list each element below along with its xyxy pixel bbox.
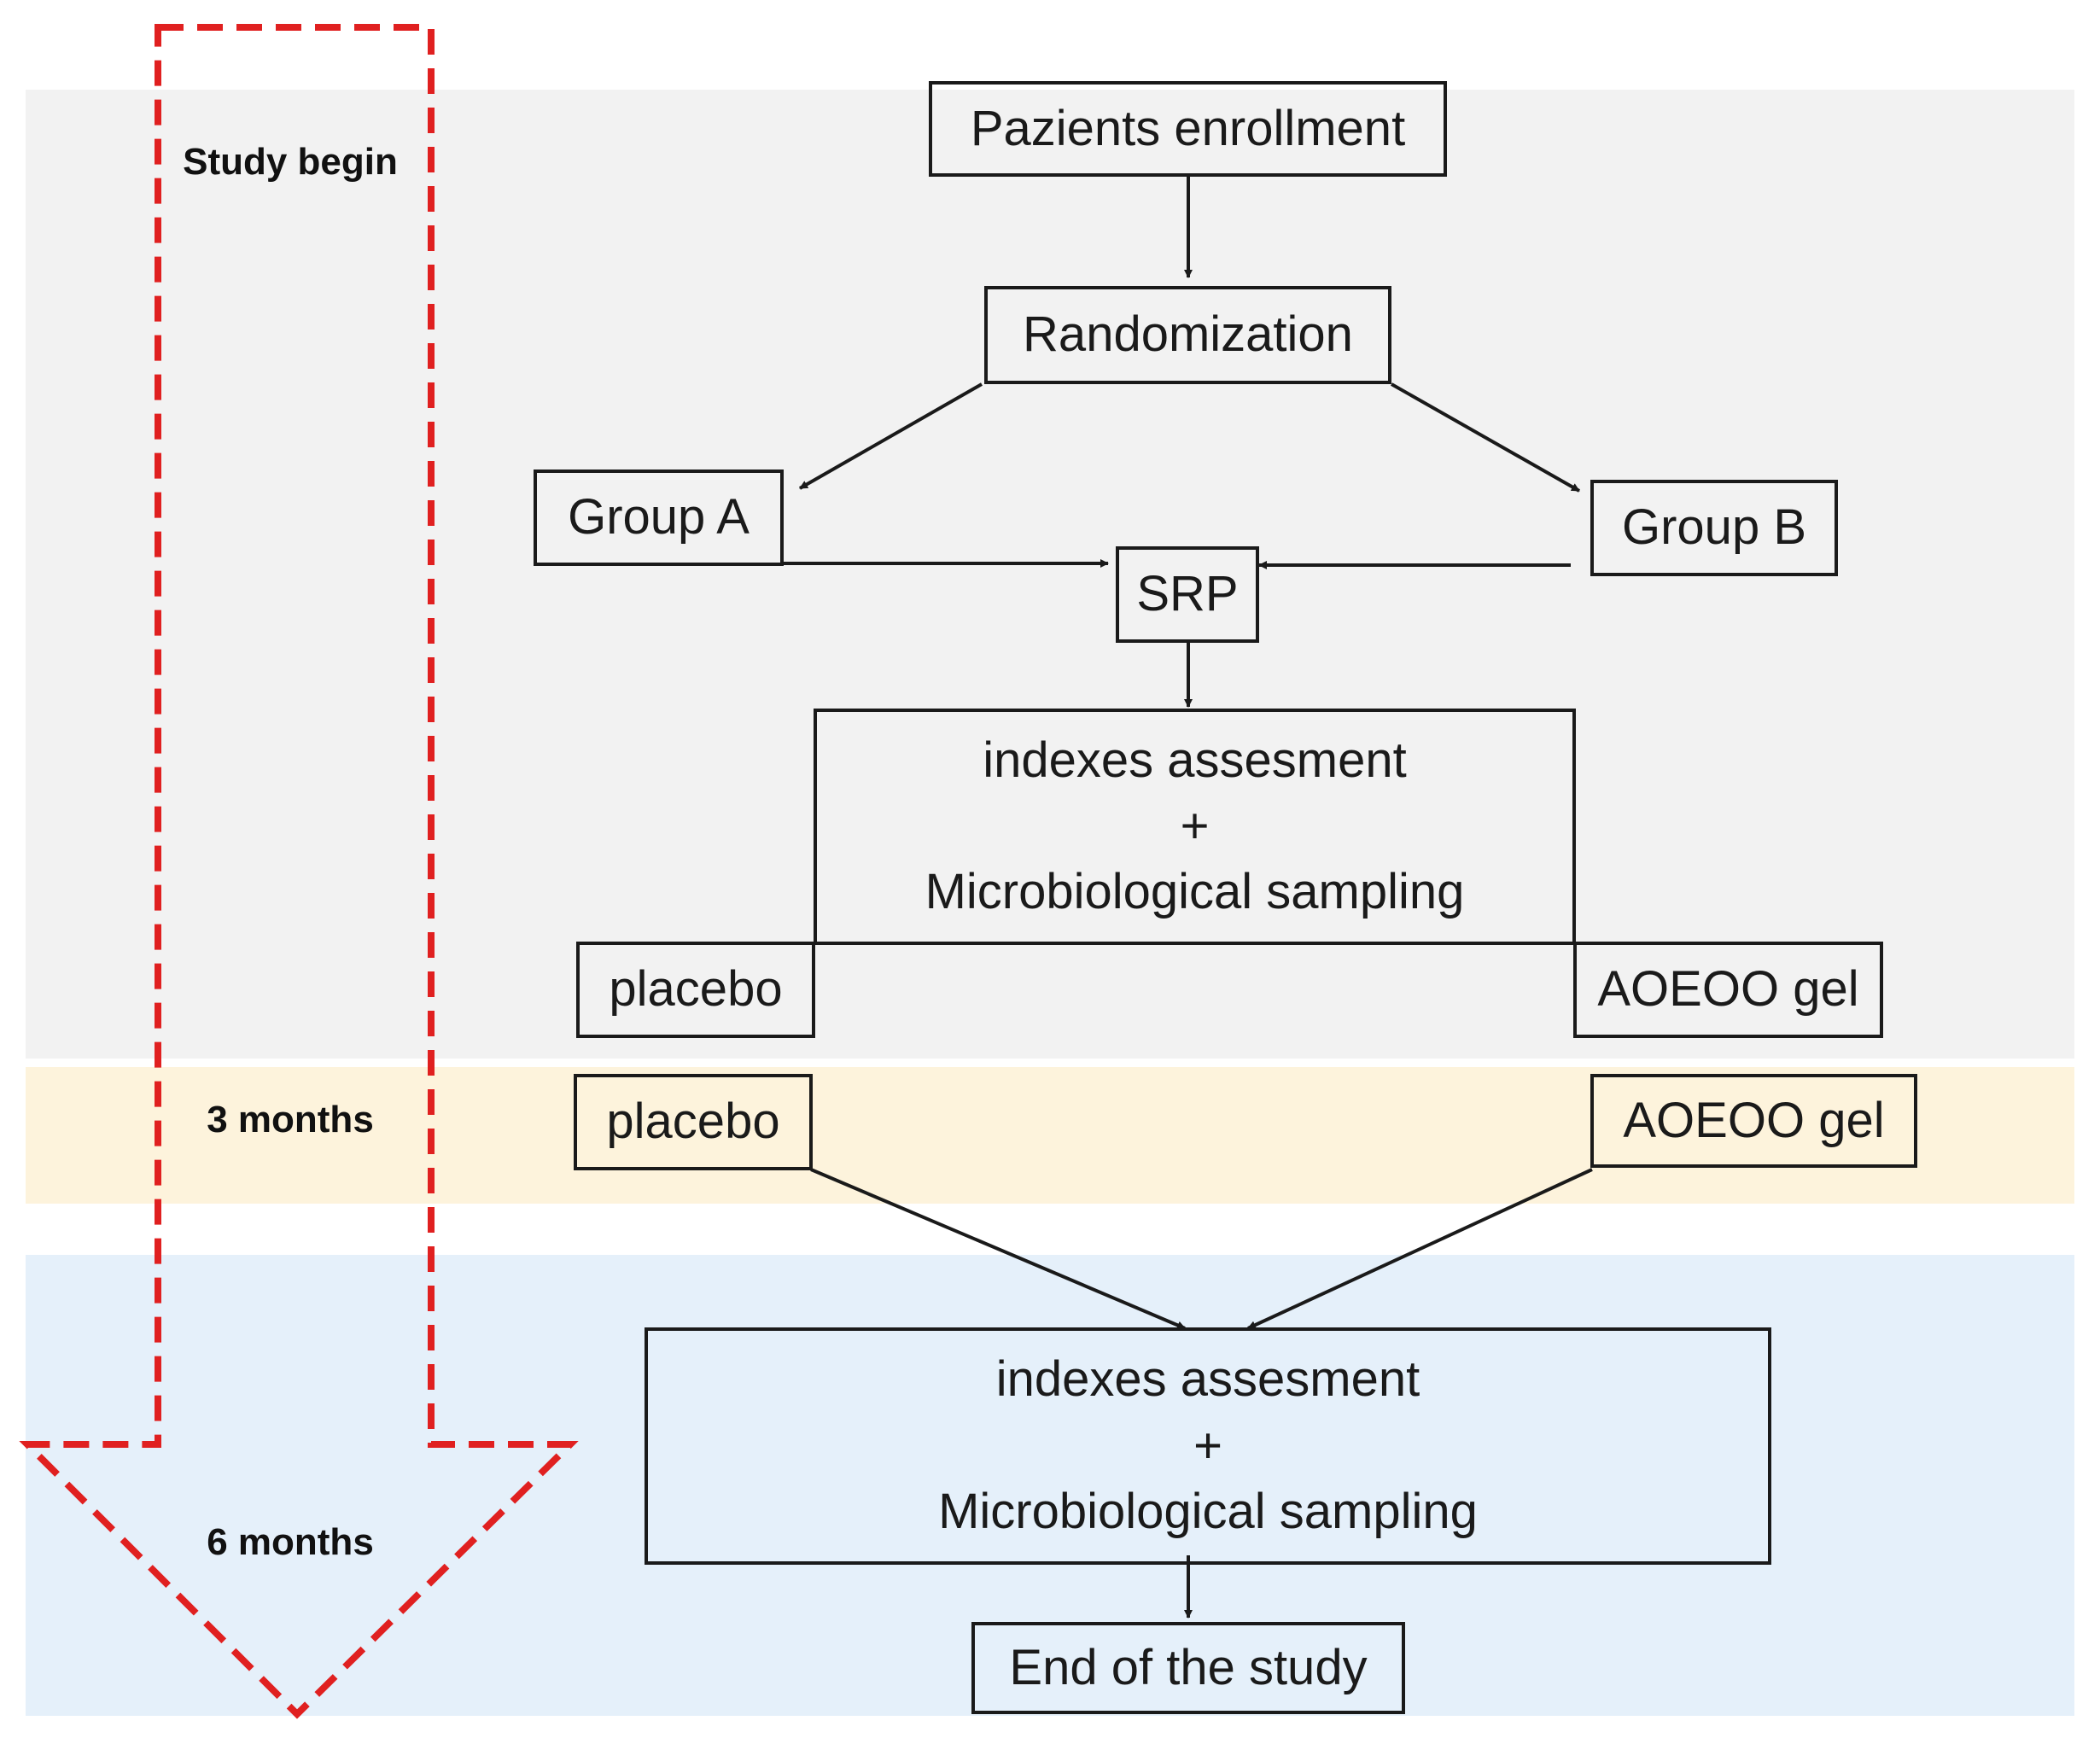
three-month-phase-band xyxy=(26,1067,2074,1204)
three-months-label: 3 months xyxy=(207,1099,374,1140)
randomization-box: Randomization xyxy=(984,286,1391,384)
sampling-line: Microbiological sampling xyxy=(938,1483,1478,1539)
end-of-study-box: End of the study xyxy=(971,1622,1405,1714)
initial-assessment-box: indexes assesment + Microbiological samp… xyxy=(814,709,1576,945)
aoeoo-gel-box-initial: AOEOO gel xyxy=(1573,942,1883,1038)
group-b-box: Group B xyxy=(1590,480,1838,576)
sampling-line: Microbiological sampling xyxy=(925,864,1465,920)
assessment-line: indexes assesment xyxy=(983,732,1407,789)
placebo-box-3-months: placebo xyxy=(574,1074,813,1170)
arrow-randomization-to-group-b xyxy=(1391,382,1580,493)
plus-sign: + xyxy=(1180,798,1210,855)
timeline-arrow xyxy=(19,24,579,1719)
assessment-line: indexes assesment xyxy=(995,1351,1420,1408)
arrow-randomization-to-group-a xyxy=(799,382,983,490)
srp-box: SRP xyxy=(1116,546,1259,643)
group-a-box: Group A xyxy=(534,470,784,566)
study-begin-label: Study begin xyxy=(183,141,398,183)
placebo-box-initial: placebo xyxy=(576,942,815,1038)
six-month-phase-band xyxy=(26,1255,2074,1716)
enrollment-box: Pazients enrollment xyxy=(929,81,1447,177)
arrow-placebo-to-final-assessment xyxy=(810,1168,1186,1330)
six-months-label: 6 months xyxy=(207,1521,374,1563)
plus-sign: + xyxy=(1193,1417,1222,1473)
arrow-gel-to-final-assessment xyxy=(1247,1168,1593,1330)
final-assessment-box: indexes assesment + Microbiological samp… xyxy=(645,1327,1771,1565)
aoeoo-gel-box-3-months: AOEOO gel xyxy=(1590,1074,1917,1168)
